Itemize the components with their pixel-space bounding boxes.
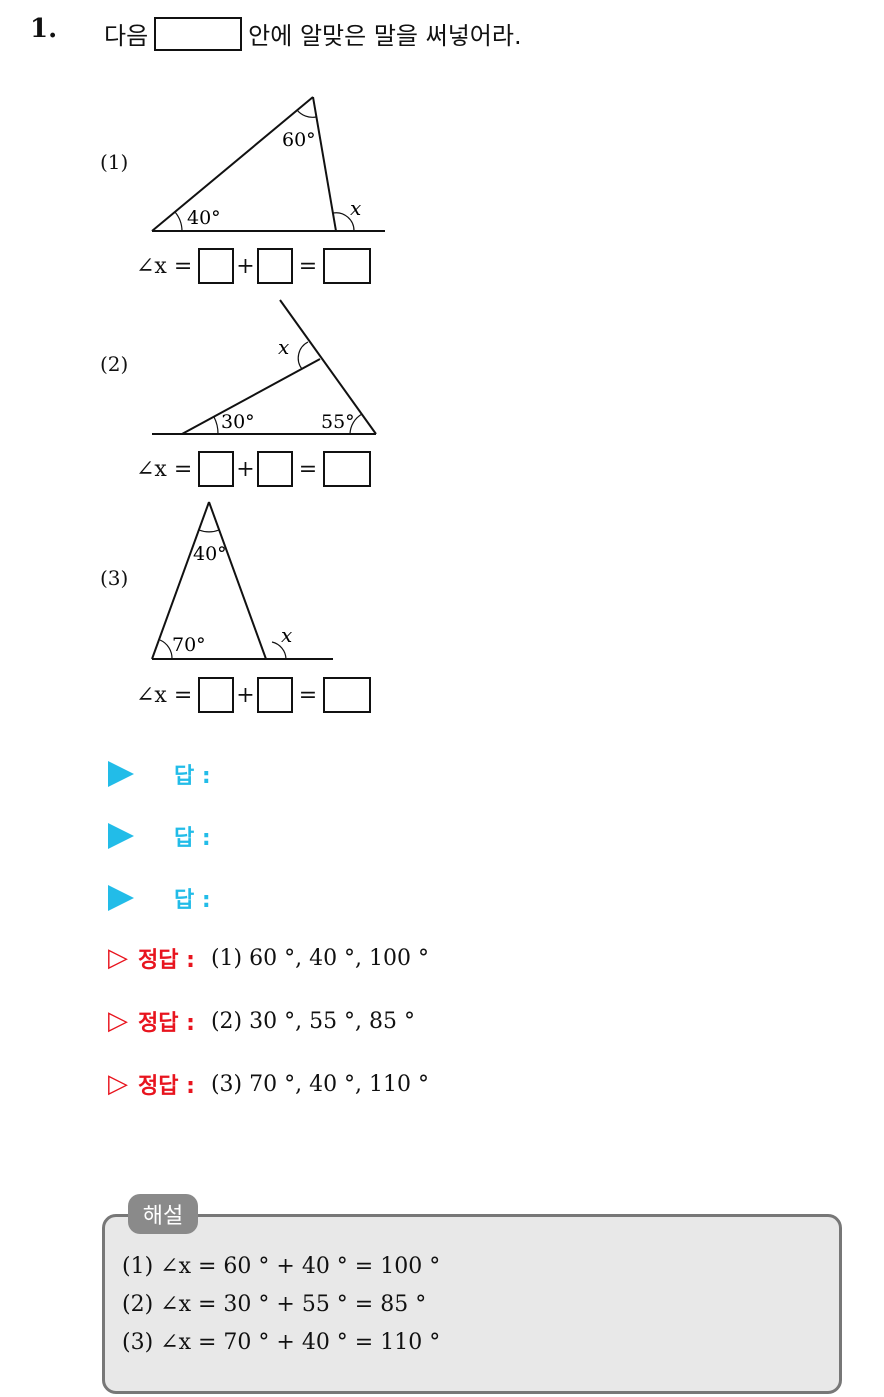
- red-outline-triangle-icon: ▷: [108, 943, 128, 973]
- p1-equals: =: [298, 253, 318, 279]
- p2-formula: ∠x = + =: [136, 451, 372, 487]
- p1-arc-60: [296, 109, 317, 118]
- p1-arc-40: [174, 211, 183, 232]
- blue-triangle-icon: [108, 885, 134, 911]
- p1-answer-box-c[interactable]: [323, 248, 372, 284]
- question-blank-box: [154, 16, 243, 51]
- p3-formula-lhs: ∠x =: [136, 682, 193, 708]
- correct-value: (1) 60 °, 40 °, 100 °: [210, 945, 430, 971]
- p2-formula-lhs: ∠x =: [136, 456, 193, 482]
- p1-angle-60: 60°: [282, 129, 316, 151]
- p2-answer-box-b[interactable]: [256, 451, 293, 487]
- answer-label: 답 :: [174, 764, 211, 789]
- p1-unknown-x: x: [350, 196, 361, 220]
- p1-answer-box-b[interactable]: [256, 248, 293, 284]
- explanation-line-1: (1) ∠x = 60 ° + 40 ° = 100 °: [122, 1254, 441, 1279]
- p2-arc-30: [213, 416, 219, 435]
- correct-value: (3) 70 °, 40 °, 110 °: [210, 1071, 430, 1097]
- p2-answer-box-c[interactable]: [323, 451, 372, 487]
- blue-triangle-icon: [108, 823, 134, 849]
- p2-unknown-x: x: [278, 335, 289, 359]
- answer-row-2[interactable]: 답 :: [108, 818, 211, 854]
- correct-row-1: ▷ 정답 : (1) 60 °, 40 °, 100 °: [108, 940, 429, 976]
- problem-2-figure: x 30° 55°: [152, 299, 377, 435]
- p2-answer-box-a[interactable]: [198, 451, 235, 487]
- explanation-panel: [102, 1214, 842, 1394]
- p2-arc-x: [297, 341, 309, 370]
- p3-answer-box-b[interactable]: [256, 677, 293, 713]
- problem-3-label: (3): [100, 566, 129, 590]
- p3-angle-70: 70°: [172, 634, 206, 656]
- p3-arc-x: [271, 641, 287, 660]
- p1-left-side: [151, 96, 314, 232]
- p1-formula-lhs: ∠x =: [136, 253, 193, 279]
- p3-arc-70: [159, 639, 173, 660]
- p2-angle-30: 30°: [221, 411, 255, 433]
- correct-label: 정답 :: [138, 1074, 195, 1099]
- p3-left-side: [151, 501, 210, 660]
- explanation-title: 해설: [128, 1194, 198, 1234]
- question-text: 다음 안에 알맞은 말을 써넣어라.: [104, 16, 522, 51]
- correct-row-3: ▷ 정답 : (3) 70 °, 40 °, 110 °: [108, 1066, 429, 1102]
- p1-right-side: [312, 96, 337, 232]
- blue-triangle-icon: [108, 761, 134, 787]
- p2-extended-side: [279, 299, 377, 435]
- answer-label: 답 :: [174, 888, 211, 913]
- p1-angle-40: 40°: [187, 207, 221, 229]
- question-text-after: 안에 알맞은 말을 써넣어라.: [248, 22, 522, 50]
- correct-label: 정답 :: [138, 948, 195, 973]
- p1-answer-box-a[interactable]: [198, 248, 235, 284]
- p2-plus: +: [236, 456, 255, 482]
- answer-row-3[interactable]: 답 :: [108, 880, 211, 916]
- p3-right-side: [208, 501, 267, 660]
- p2-equals: =: [298, 456, 318, 482]
- p3-plus: +: [236, 682, 255, 708]
- problem-3-figure: 40° 70° x: [151, 501, 333, 660]
- p2-angle-55: 55°: [321, 411, 355, 433]
- p1-plus: +: [236, 253, 255, 279]
- p2-inner-side: [181, 358, 321, 435]
- explanation-line-3: (3) ∠x = 70 ° + 40 ° = 110 °: [122, 1330, 441, 1355]
- p1-arc-x: [332, 212, 355, 232]
- red-outline-triangle-icon: ▷: [108, 1069, 128, 1099]
- p1-formula: ∠x = + =: [136, 248, 372, 284]
- correct-value: (2) 30 °, 55 °, 85 °: [210, 1008, 416, 1034]
- p3-arc-40: [198, 529, 220, 533]
- p3-angle-40: 40°: [193, 543, 227, 565]
- problem-1-figure: 60° 40° x: [151, 96, 385, 232]
- answer-row-1[interactable]: 답 :: [108, 756, 211, 792]
- correct-label: 정답 :: [138, 1011, 195, 1036]
- p3-equals: =: [298, 682, 318, 708]
- problem-2-label: (2): [100, 352, 129, 376]
- question-text-before: 다음: [104, 22, 149, 50]
- p3-unknown-x: x: [281, 623, 292, 647]
- p3-answer-box-c[interactable]: [323, 677, 372, 713]
- problem-1-label: (1): [100, 150, 129, 174]
- p2-arc-55: [349, 413, 363, 435]
- question-number: 1.: [30, 14, 58, 44]
- correct-row-2: ▷ 정답 : (2) 30 °, 55 °, 85 °: [108, 1003, 415, 1039]
- p3-formula: ∠x = + =: [136, 677, 372, 713]
- red-outline-triangle-icon: ▷: [108, 1006, 128, 1036]
- explanation-line-2: (2) ∠x = 30 ° + 55 ° = 85 °: [122, 1292, 427, 1317]
- p3-answer-box-a[interactable]: [198, 677, 235, 713]
- answer-label: 답 :: [174, 826, 211, 851]
